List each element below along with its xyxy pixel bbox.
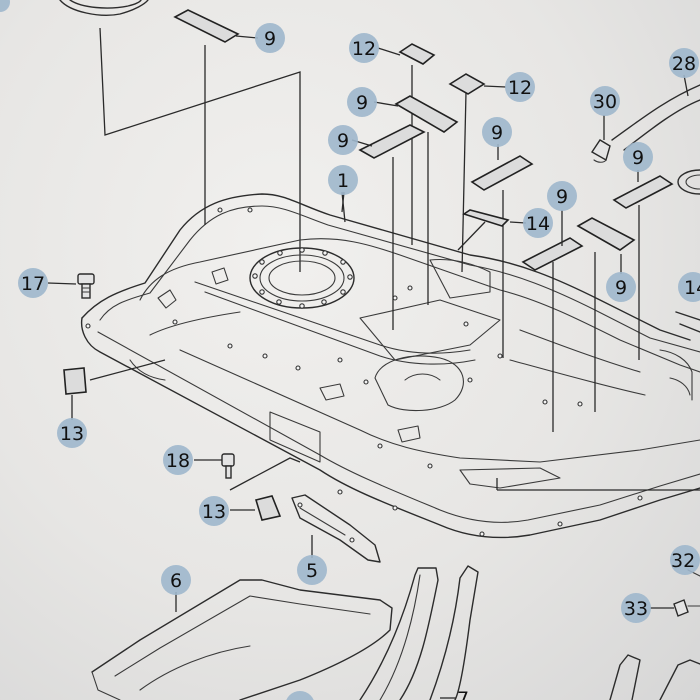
grommet-30 [591, 139, 611, 163]
callout-17: 17 [21, 273, 45, 295]
clip-13-left [63, 367, 87, 395]
leader-ring [99, 27, 301, 272]
pad-9-top-left [173, 9, 240, 43]
filler-ring-part [59, 0, 149, 16]
callout-9: 9 [615, 277, 627, 299]
bolt-17 [77, 273, 95, 299]
callout-13: 13 [202, 501, 226, 523]
surface-holes [85, 207, 643, 537]
callout-9: 9 [337, 130, 349, 152]
callout-9: 9 [632, 147, 644, 169]
strap-7 [359, 565, 479, 700]
hose-28 [611, 84, 700, 151]
callout-9: 9 [264, 28, 276, 50]
fuel-tank-part-1 [80, 193, 700, 539]
pad-9-lower-right [576, 217, 636, 251]
bracket-bottom-right [609, 654, 700, 700]
pipe-right [675, 311, 700, 333]
callout-12: 12 [508, 77, 532, 99]
callout-30: 30 [593, 91, 617, 113]
callout-1: 1 [337, 170, 349, 192]
pad-9-mid [394, 95, 459, 133]
pad-9-centre [470, 155, 534, 191]
callout-9: 9 [356, 92, 368, 114]
pad-leaders [204, 45, 640, 432]
callout-9: 9 [556, 186, 568, 208]
callout-6: 6 [170, 570, 182, 592]
callout-12: 12 [352, 38, 376, 60]
pad-12-top [398, 43, 436, 65]
callout-32: 32 [671, 550, 695, 572]
screw-18 [221, 453, 235, 479]
callout-9: 9 [491, 122, 503, 144]
callout-14: 14 [526, 213, 550, 235]
filler-ring-inner [69, 0, 142, 9]
pad-9-left [358, 124, 426, 159]
pad-14 [462, 209, 510, 227]
callout-18: 18 [166, 450, 190, 472]
bolt-holes [252, 247, 353, 309]
pad-12-right [448, 73, 486, 95]
pad-9-lower-left [521, 237, 584, 271]
callout-7: 7 [457, 688, 469, 700]
callout-5: 5 [306, 560, 318, 582]
bracket-5 [291, 494, 381, 563]
clip-13-lower [254, 495, 282, 521]
callout-33: 33 [624, 598, 648, 620]
callout-14: 14 [684, 277, 700, 299]
ring-right [677, 169, 700, 195]
pad-9-far-right [612, 175, 674, 209]
pad-parts [173, 9, 674, 271]
callout-28: 28 [672, 53, 696, 75]
clip-33 [673, 599, 700, 617]
callout-13: 13 [60, 423, 84, 445]
callout-leaders [47, 35, 700, 612]
protector-6 [91, 579, 393, 700]
